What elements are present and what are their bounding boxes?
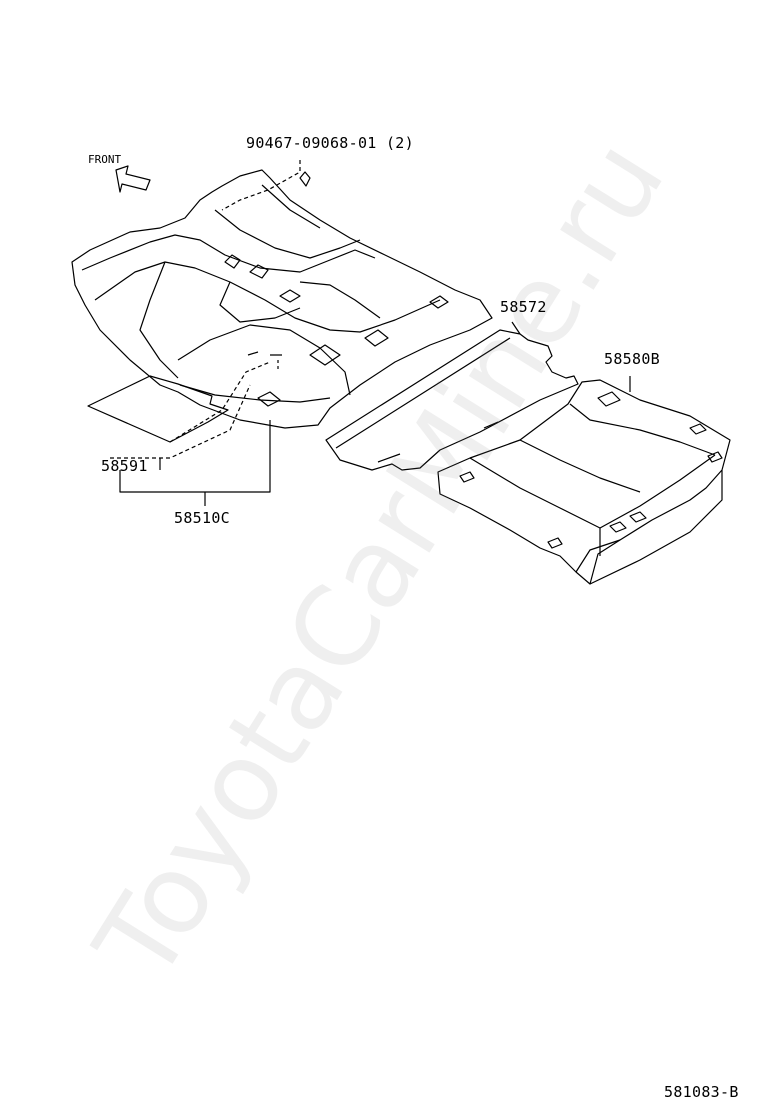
leader-58572	[511, 321, 521, 335]
part-label-58572: 58572	[500, 298, 547, 316]
diagram-code: 581083-B	[664, 1083, 739, 1101]
front-floor-carpet	[71, 169, 493, 429]
part-label-58580b: 58580B	[604, 350, 660, 368]
bracket-58510c	[119, 420, 271, 493]
rear-floor-mat	[437, 379, 731, 585]
clip-leader	[221, 160, 301, 211]
part-label-58510c: 58510C	[174, 509, 230, 527]
front-arrow-icon	[115, 165, 151, 193]
floor-pad	[87, 361, 271, 459]
mid-floor-cover	[325, 329, 579, 471]
part-label-clip: 90467-09068-01 (2)	[246, 134, 414, 152]
front-label: FRONT	[88, 153, 122, 166]
part-label-58591: 58591	[101, 457, 148, 475]
